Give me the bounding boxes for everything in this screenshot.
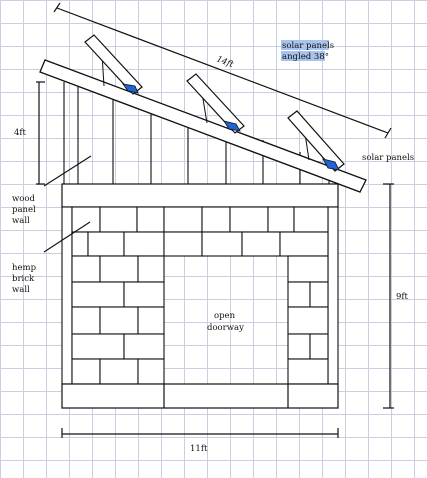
panel-note-line1: solar panels xyxy=(282,41,334,51)
hemp-label-2: brick xyxy=(12,274,35,284)
panel-bracket-icon xyxy=(122,83,139,94)
height-upper-label: 4ft xyxy=(14,128,27,138)
hemp-label-3: wall xyxy=(12,285,30,295)
leader-lines xyxy=(43,155,92,253)
dimension-lines xyxy=(36,2,394,438)
solar-panel-1 xyxy=(84,34,143,95)
wood-label-3: wall xyxy=(12,216,30,226)
note-highlight xyxy=(281,40,329,50)
solar-panel-2 xyxy=(186,73,245,134)
bottom-beam xyxy=(61,383,339,409)
hemp-label-1: hemp xyxy=(12,263,37,273)
panel-bracket-icon xyxy=(322,158,340,171)
height-total-label: 9ft xyxy=(396,292,409,302)
hemp-brick-wall xyxy=(61,206,339,385)
width-label: 11ft xyxy=(190,444,208,454)
wood-label-2: panel xyxy=(12,205,36,215)
wood-label-1: wood xyxy=(12,194,36,204)
doorway-label-1: open xyxy=(214,311,236,321)
panel-note-line2: angled 38° xyxy=(282,52,329,62)
doorway-label-2: doorway xyxy=(207,323,244,333)
note-highlight xyxy=(281,51,325,61)
top-beam xyxy=(61,183,339,208)
roof-length-label: 14ft xyxy=(215,54,235,70)
panel-bracket-icon xyxy=(223,120,241,132)
solar-panels-label: solar panels xyxy=(362,153,414,163)
solar-panel-3 xyxy=(287,110,345,172)
roof-beam xyxy=(39,59,367,193)
